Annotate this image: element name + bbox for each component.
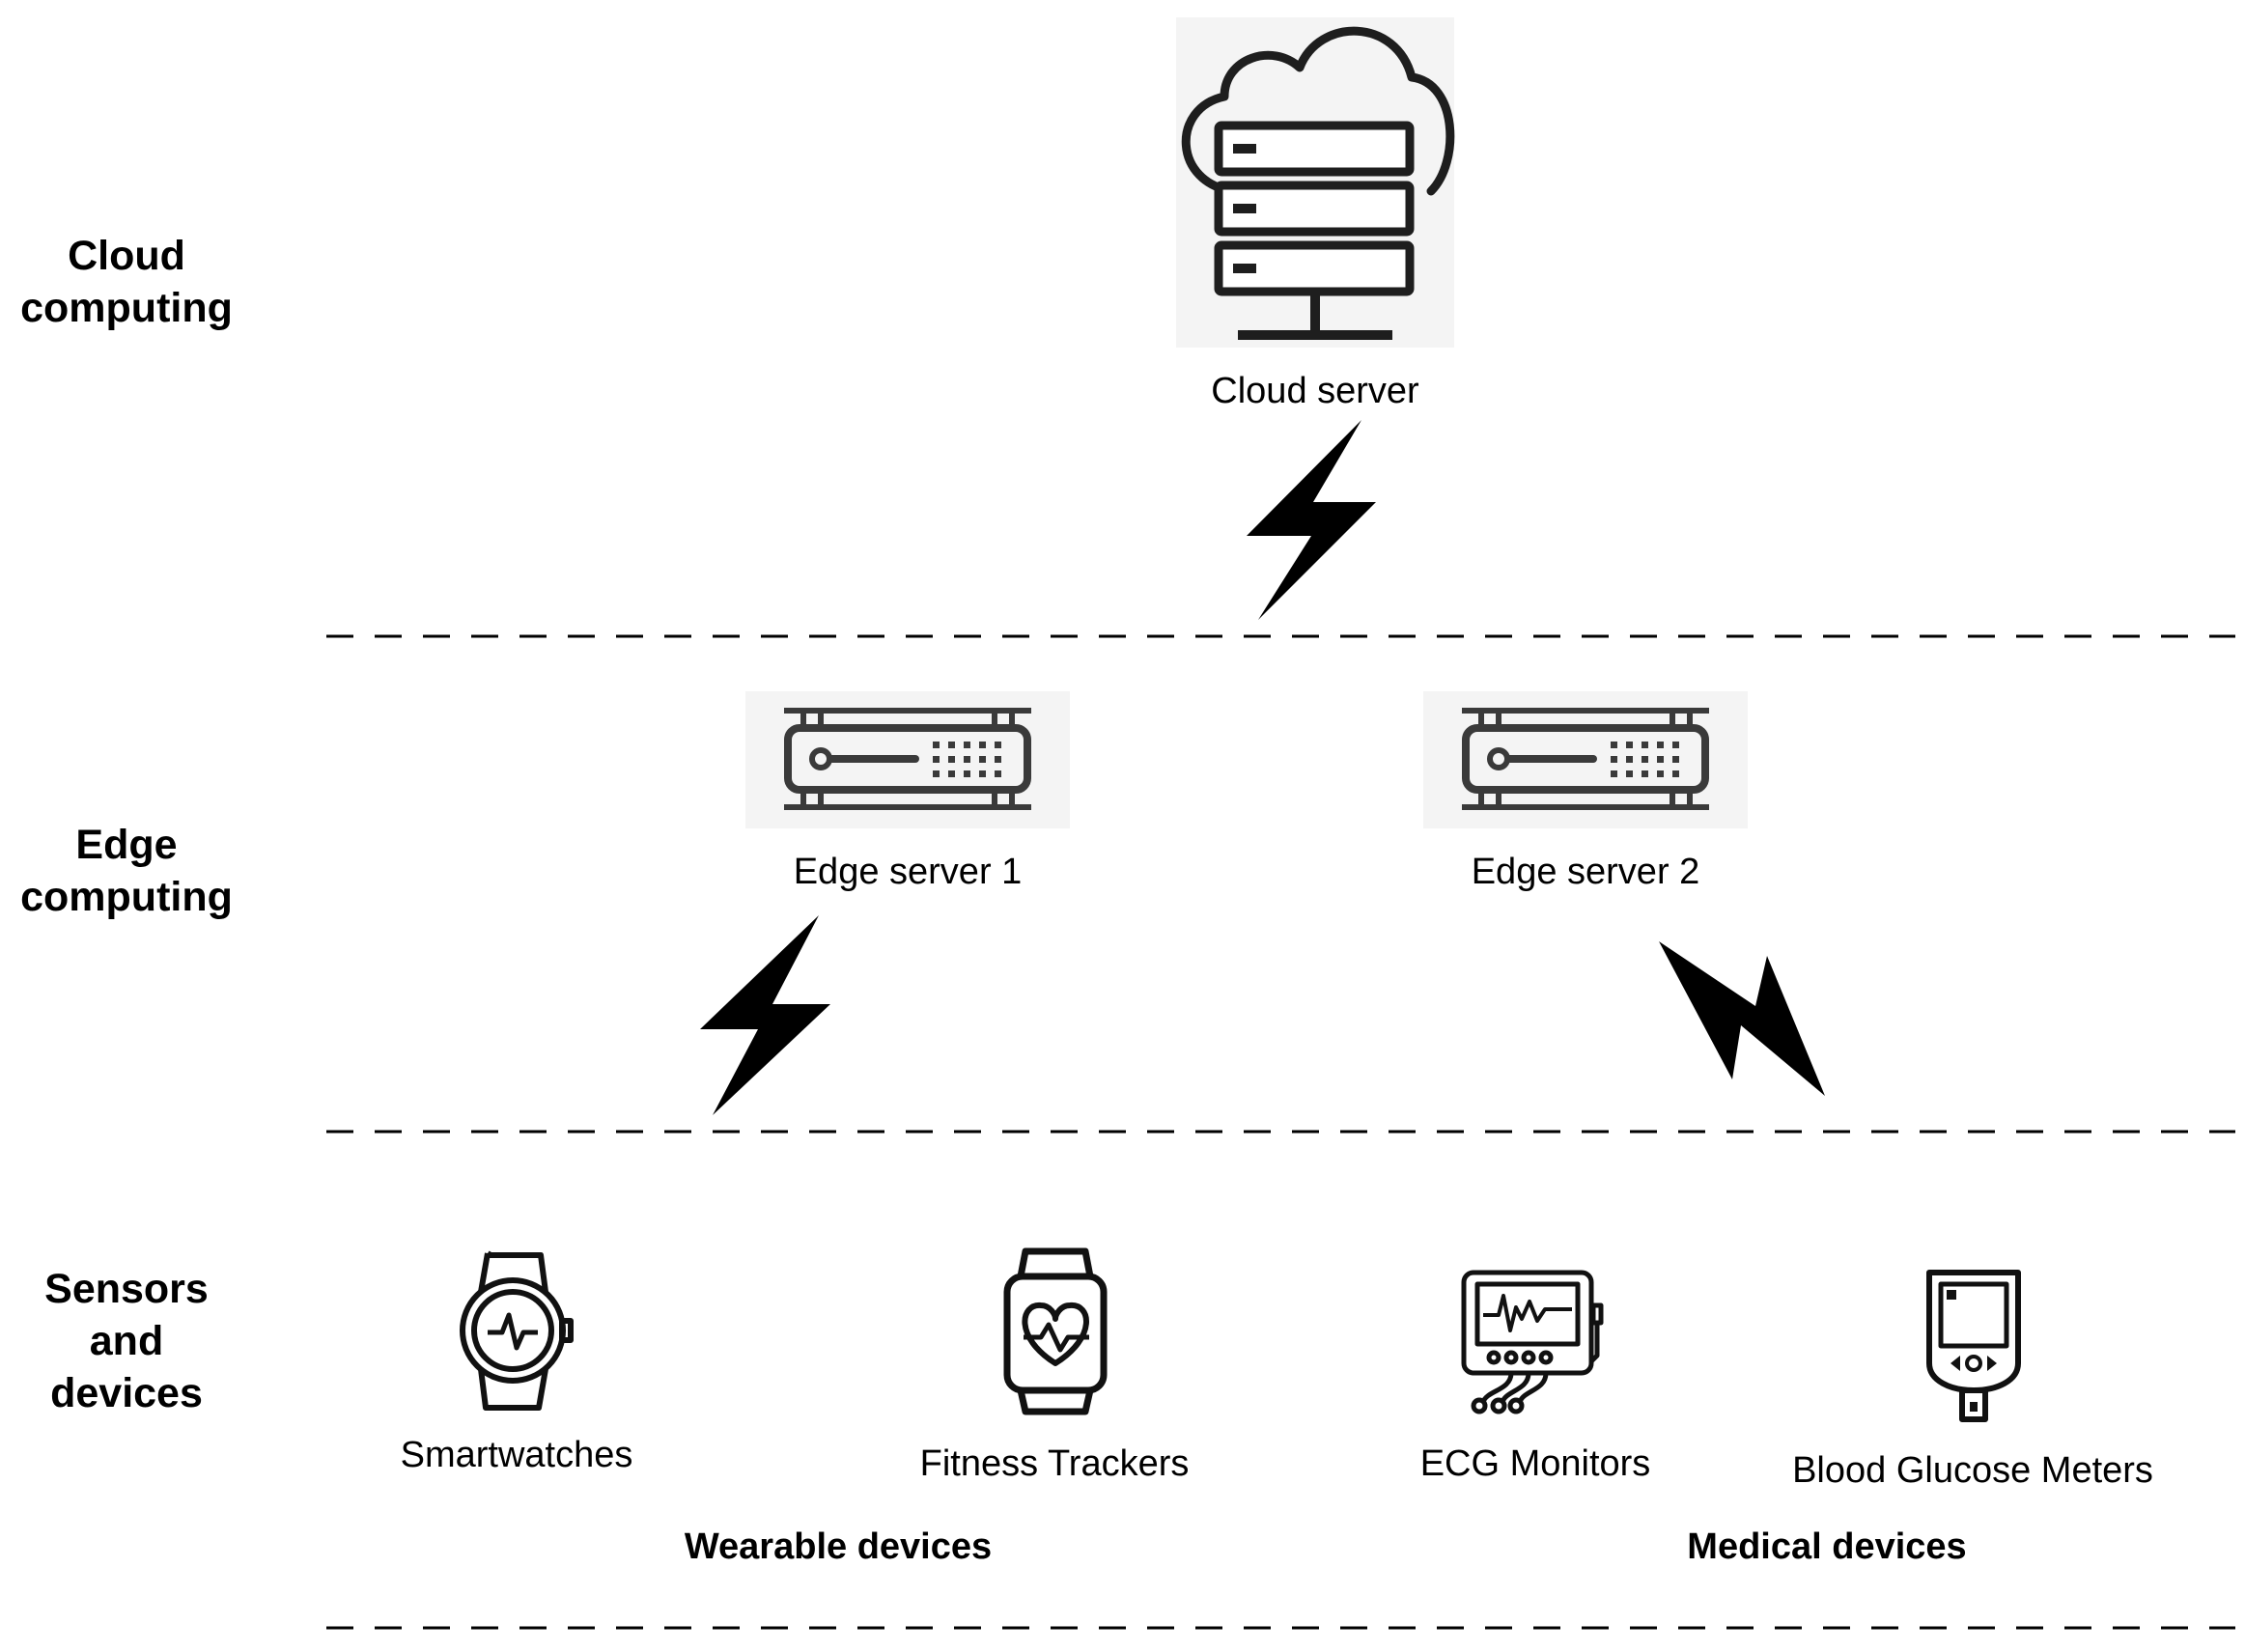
edge-server-1-icon bbox=[745, 691, 1070, 828]
tier-label-line: computing bbox=[20, 874, 233, 920]
lightning-bolt-icon-edge2-devices bbox=[1659, 941, 1825, 1096]
fitness-trackers-label: Fitness Trackers bbox=[919, 1443, 1190, 1484]
tier-label-line: Sensors bbox=[44, 1266, 209, 1312]
edge-server-1-label: Edge server 1 bbox=[793, 852, 1023, 892]
wearable-devices-label: Wearable devices bbox=[684, 1526, 993, 1567]
medical-devices-label: Medical devices bbox=[1687, 1526, 1967, 1567]
tier-label-line: computing bbox=[20, 285, 233, 331]
blood-glucose-meters-label: Blood Glucose Meters bbox=[1792, 1450, 2153, 1491]
ecg-monitor-icon bbox=[1461, 1270, 1604, 1414]
tier-label-line: and bbox=[89, 1318, 164, 1364]
cloud-server-label: Cloud server bbox=[1211, 371, 1419, 411]
smartwatch-icon bbox=[460, 1250, 574, 1411]
ecg-monitors-label: ECG Monitors bbox=[1419, 1443, 1651, 1484]
edge-server-2-icon bbox=[1423, 691, 1748, 828]
tier-label-cloud-computing: Cloud computing bbox=[0, 230, 253, 334]
tier-label-edge-computing: Edge computing bbox=[0, 819, 253, 923]
lightning-bolt-icon-cloud-edge bbox=[1247, 420, 1376, 620]
glucose-meter-icon bbox=[1926, 1270, 2021, 1422]
tier-label-sensors-and-devices: Sensors and devices bbox=[0, 1263, 253, 1419]
cloud-server-icon bbox=[1176, 17, 1455, 348]
tier-label-line: Edge bbox=[75, 822, 178, 868]
fitness-tracker-icon bbox=[1003, 1247, 1108, 1415]
smartwatches-label: Smartwatches bbox=[400, 1435, 633, 1475]
tier-label-line: devices bbox=[50, 1370, 203, 1416]
edge-server-2-label: Edge server 2 bbox=[1471, 852, 1700, 892]
lightning-bolt-icon-edge1-devices bbox=[700, 915, 830, 1115]
tier-label-line: Cloud bbox=[68, 233, 185, 279]
